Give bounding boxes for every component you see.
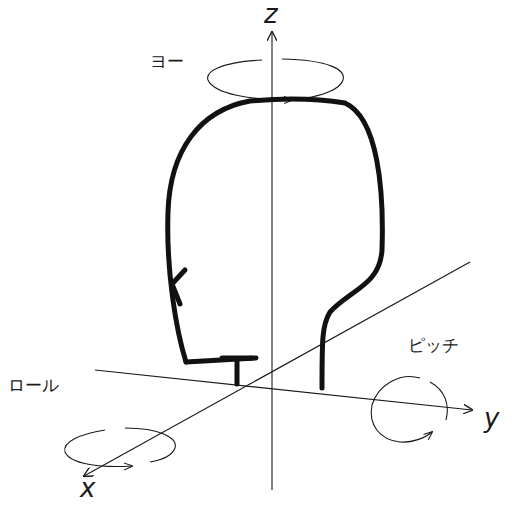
axis-label: x [80, 474, 95, 503]
roll-arrow [65, 430, 132, 466]
roll-arrow [125, 428, 175, 462]
rotation-label: ロール [8, 376, 59, 395]
x-axis [84, 262, 470, 476]
head-outline [168, 99, 383, 388]
rotation-label: ピッチ [408, 336, 459, 355]
pitch-arrow [371, 377, 432, 443]
yaw-arrow [208, 60, 292, 100]
y-axis [95, 370, 472, 410]
axis-label: y [484, 404, 499, 433]
pitch-arrow [430, 382, 447, 420]
axis-label: z [264, 0, 278, 29]
yaw-arrow [282, 59, 343, 98]
rotation-label: ヨー [150, 52, 184, 71]
